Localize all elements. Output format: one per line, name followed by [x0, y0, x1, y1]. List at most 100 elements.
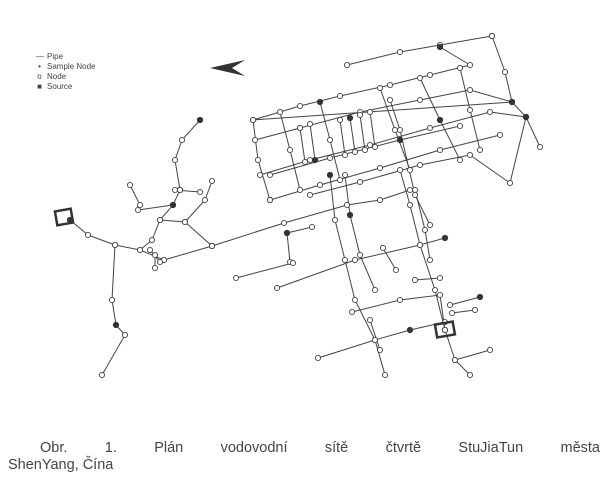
node: [306, 120, 314, 128]
node: [486, 346, 494, 354]
node-symbol-icon: o: [37, 72, 42, 81]
node: [486, 108, 494, 116]
node: [426, 221, 434, 229]
node: [98, 371, 106, 379]
sample-node: [406, 326, 414, 334]
node: [376, 196, 384, 204]
node: [356, 251, 364, 259]
sample-node: [436, 116, 444, 124]
node: [436, 291, 444, 299]
sample-node: [508, 98, 516, 106]
node: [406, 186, 414, 194]
node: [296, 124, 304, 132]
node: [446, 301, 454, 309]
node: [121, 331, 129, 339]
node: [381, 371, 389, 379]
node: [280, 219, 288, 227]
sample-node: [316, 98, 324, 106]
node: [341, 171, 349, 179]
node: [536, 143, 544, 151]
node: [396, 126, 404, 134]
node: [356, 178, 364, 186]
node: [416, 74, 424, 82]
sample-node: [283, 229, 291, 237]
node: [396, 296, 404, 304]
node: [343, 201, 351, 209]
node: [411, 191, 419, 199]
node: [371, 143, 379, 151]
node: [396, 166, 404, 174]
node: [371, 286, 379, 294]
node: [176, 186, 184, 194]
node: [392, 266, 400, 274]
node: [426, 71, 434, 79]
node: [341, 256, 349, 264]
node: [314, 354, 322, 362]
node: [361, 146, 369, 154]
node: [436, 146, 444, 154]
node: [249, 116, 257, 124]
node: [386, 96, 394, 104]
node: [501, 68, 509, 76]
sample-node: [326, 171, 334, 179]
figure-caption: Obr. 1. Plán vodovodní sítě čtvrtě StuJi…: [40, 440, 600, 456]
node: [136, 246, 144, 254]
node: [326, 154, 334, 162]
node: [411, 186, 419, 194]
node: [436, 274, 444, 282]
node: [126, 181, 134, 189]
node: [341, 151, 349, 159]
node: [266, 196, 274, 204]
node: [456, 156, 464, 164]
legend-item-sample-node: •Sample Node: [36, 62, 95, 72]
node: [308, 223, 316, 231]
node: [496, 131, 504, 139]
sample-node: [346, 114, 354, 122]
node: [386, 81, 394, 89]
node: [466, 371, 474, 379]
node: [351, 296, 359, 304]
node: [391, 126, 399, 134]
node: [371, 336, 379, 344]
node: [306, 191, 314, 199]
node: [111, 241, 119, 249]
node: [441, 326, 449, 334]
node: [201, 196, 209, 204]
sample-node: [196, 116, 204, 124]
node: [156, 216, 164, 224]
node: [336, 92, 344, 100]
node: [406, 201, 414, 209]
node: [336, 176, 344, 184]
node: [456, 122, 464, 130]
node: [406, 166, 414, 174]
node: [148, 236, 156, 244]
node: [426, 256, 434, 264]
node: [488, 32, 496, 40]
legend-item-pipe: —Pipe: [36, 52, 64, 61]
node: [431, 286, 439, 294]
node: [348, 308, 356, 316]
node: [273, 284, 281, 292]
sample-node: [441, 234, 449, 242]
node: [171, 156, 179, 164]
node: [254, 156, 262, 164]
node: [151, 251, 159, 259]
node: [301, 158, 309, 166]
figure-caption-continued: ShenYang, Čína: [8, 457, 114, 473]
node: [171, 186, 179, 194]
node: [411, 276, 419, 284]
sample-node: [476, 293, 484, 301]
node: [251, 136, 259, 144]
node: [326, 136, 334, 144]
sample-node: [346, 211, 354, 219]
node: [208, 242, 216, 250]
node: [134, 206, 142, 214]
node: [296, 102, 304, 110]
node: [316, 181, 324, 189]
node: [466, 151, 474, 159]
node: [208, 177, 216, 185]
node: [266, 171, 274, 179]
node: [376, 164, 384, 172]
node: [108, 296, 116, 304]
